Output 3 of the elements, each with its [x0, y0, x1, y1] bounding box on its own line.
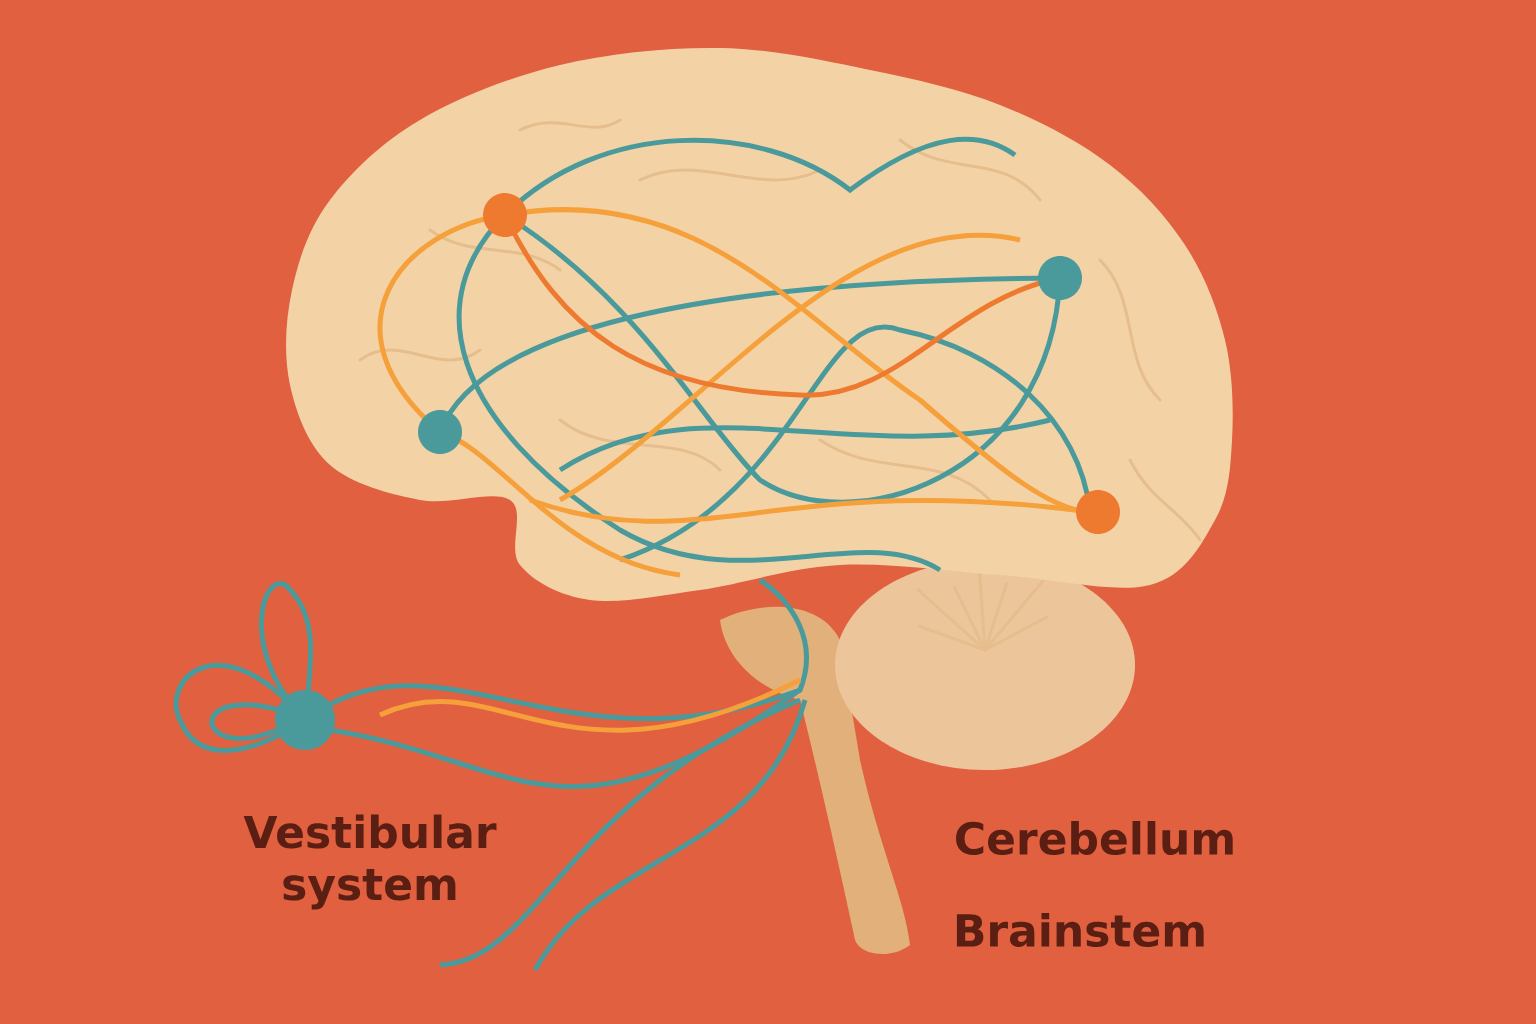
label: Cerebellum: [956, 821, 1233, 856]
label: Brainstem: [956, 913, 1204, 948]
label: Vestibular system: [243, 814, 497, 910]
